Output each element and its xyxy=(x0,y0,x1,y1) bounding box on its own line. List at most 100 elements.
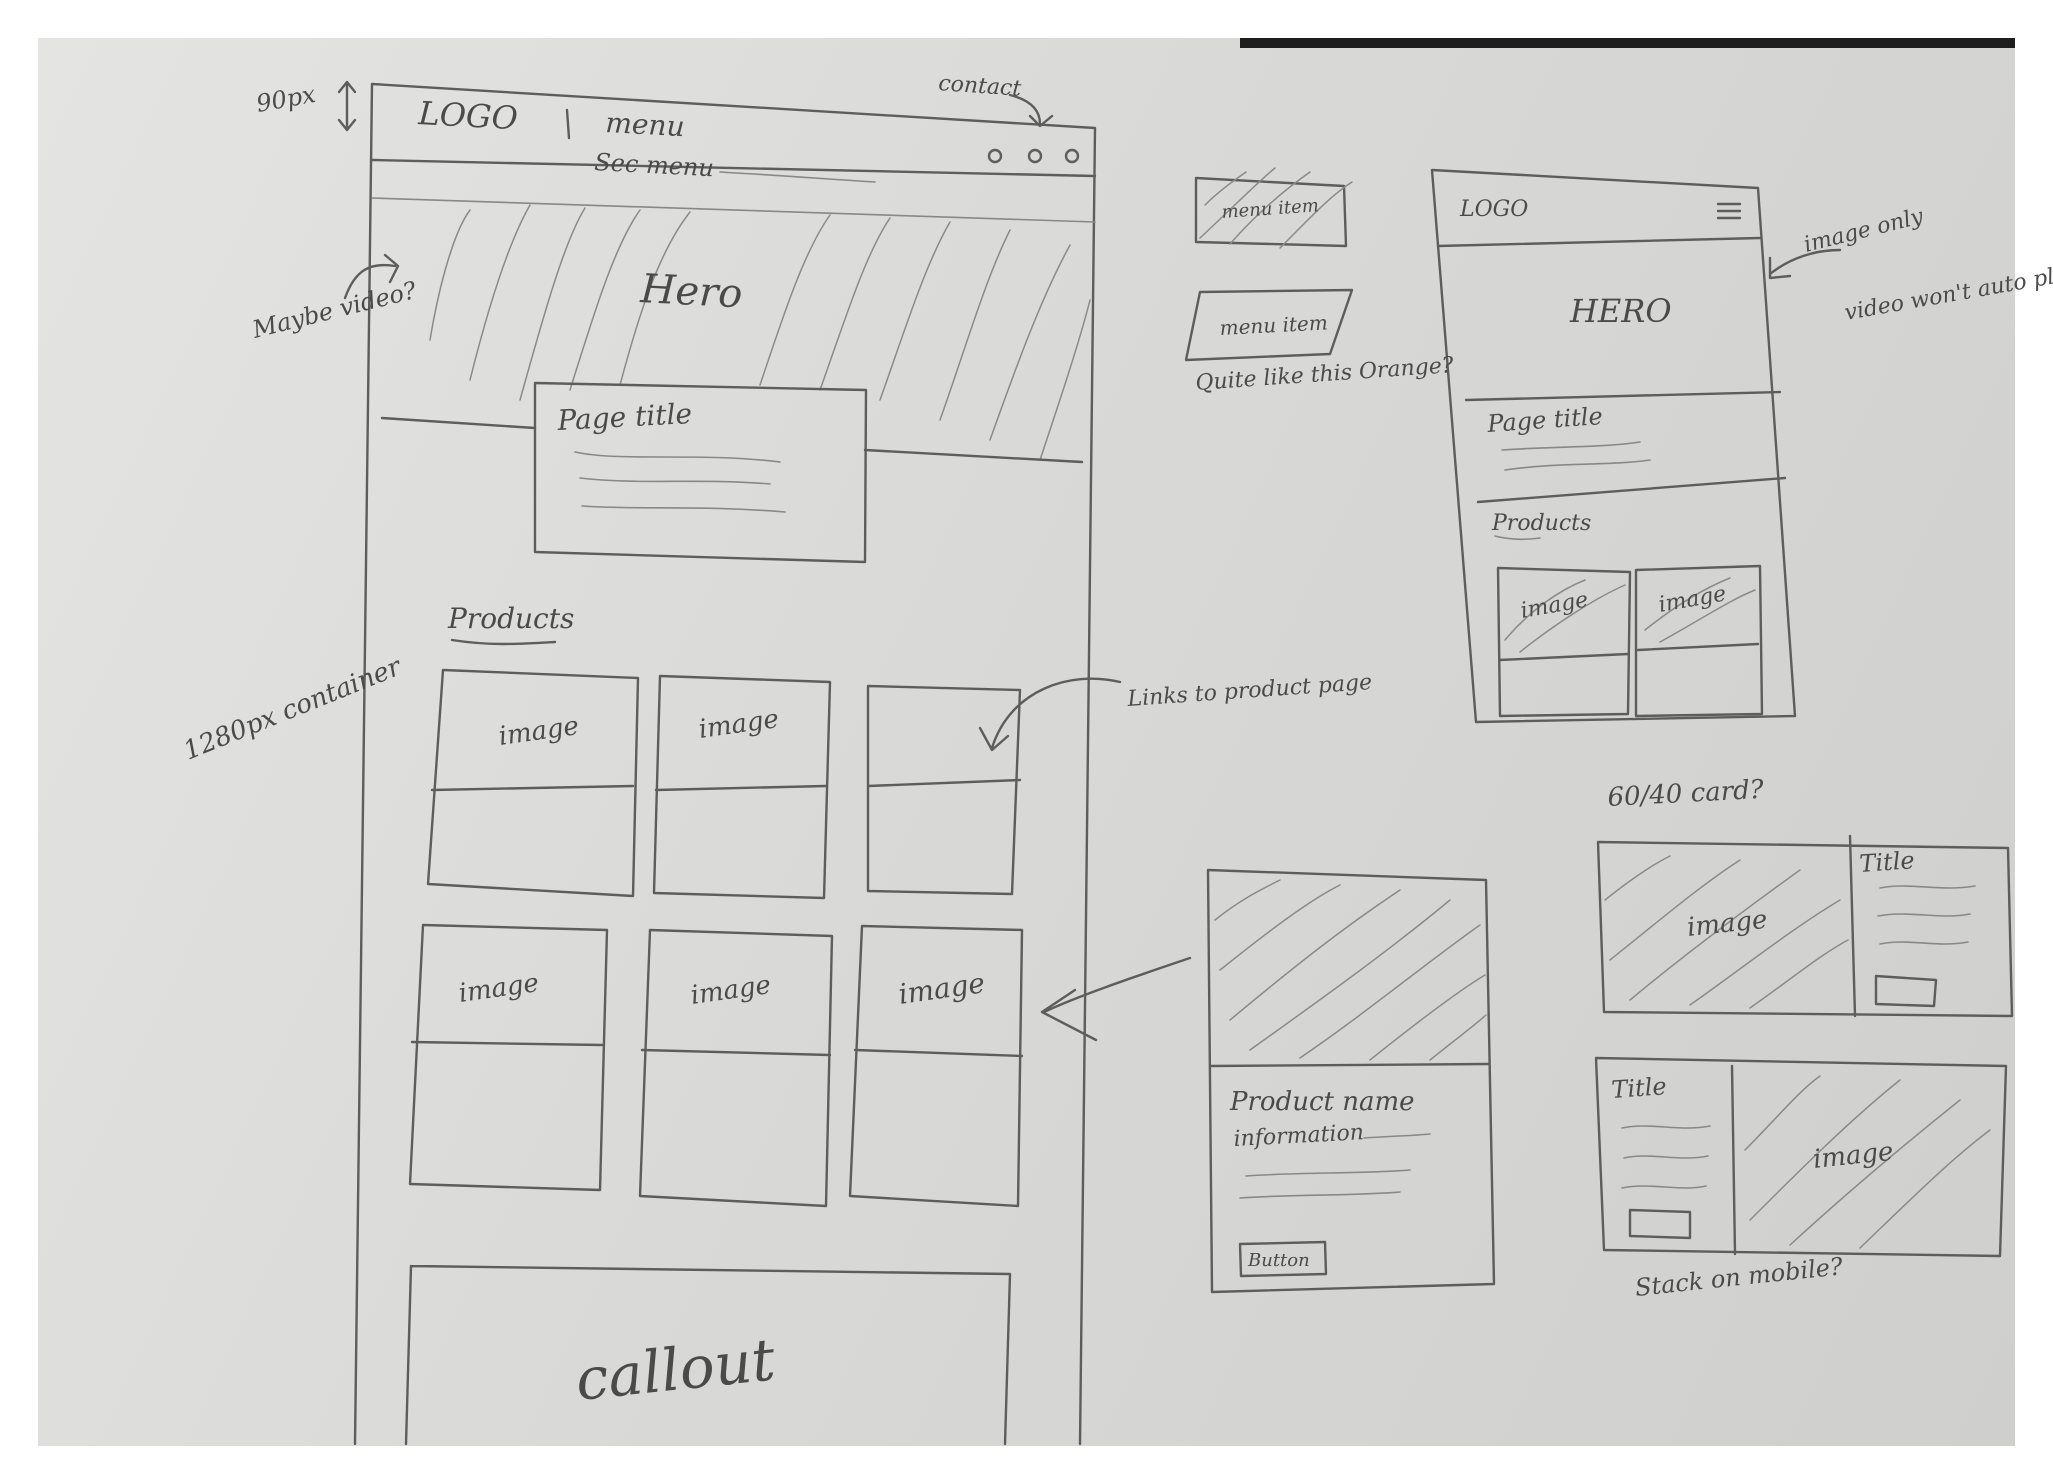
image-only-arrow xyxy=(1768,248,1842,280)
mobile-header-divider xyxy=(1436,236,1762,248)
products-underline xyxy=(450,638,557,646)
title-scribble xyxy=(1879,885,1976,889)
links-note: Links to product page xyxy=(1126,670,1373,712)
split-card-image-label: image xyxy=(1812,1137,1895,1175)
split-card-divider xyxy=(1730,1064,1737,1256)
contact-icon xyxy=(987,148,1003,164)
product-card xyxy=(408,923,609,1192)
desktop-logo: LOGO xyxy=(417,94,519,137)
mobile-page-title: Page title xyxy=(1485,402,1603,438)
card-divider xyxy=(1636,642,1760,652)
product-info: information xyxy=(1233,1120,1365,1152)
mobile-product-card xyxy=(1496,566,1632,718)
desktop-menu: menu xyxy=(605,106,686,143)
info-scribble xyxy=(1363,1133,1431,1139)
menu-item-label: menu item xyxy=(1219,310,1328,340)
card-divider xyxy=(410,1040,604,1047)
hero-note: Maybe video? xyxy=(249,276,420,344)
card-divider xyxy=(654,784,828,792)
split-card-button xyxy=(1628,1208,1692,1240)
height-arrow xyxy=(337,80,357,132)
title-scribble xyxy=(581,505,786,513)
split-cards xyxy=(1594,834,2014,1258)
paper-edge-shadow xyxy=(1240,38,2015,48)
logo-separator xyxy=(565,108,571,140)
card-arrow xyxy=(1040,956,1192,1042)
info-scribble xyxy=(1239,1191,1401,1199)
title-scribble xyxy=(1621,1125,1711,1129)
product-card xyxy=(638,928,834,1208)
mobile-image-label: image xyxy=(1519,587,1590,623)
detail-card-divider xyxy=(1208,1062,1490,1068)
product-card xyxy=(866,684,1022,896)
title-scribble xyxy=(1504,459,1651,471)
card-divider xyxy=(853,1048,1024,1058)
product-card xyxy=(426,668,640,898)
product-button-label: Button xyxy=(1247,1250,1310,1271)
page-title-label: Page title xyxy=(556,397,693,437)
products-heading: Products xyxy=(447,602,574,635)
desktop-wireframe xyxy=(337,80,1122,1446)
detail-card-button xyxy=(1238,1240,1328,1278)
mobile-hero: HERO xyxy=(1569,292,1672,330)
card-divider xyxy=(430,784,635,792)
menu-item-label: menu item xyxy=(1221,195,1320,223)
split-card-title: Title xyxy=(1858,846,1915,878)
contact-icon xyxy=(1027,148,1043,164)
title-scribble xyxy=(1501,441,1641,451)
title-scribble xyxy=(1623,1155,1709,1159)
card-divider xyxy=(1498,652,1630,662)
hero-label: Hero xyxy=(638,266,743,317)
menu-variants xyxy=(1184,167,1354,362)
callout-box xyxy=(404,1264,1012,1446)
sec-menu-divider xyxy=(371,197,1096,223)
product-name: Product name xyxy=(1229,1087,1415,1117)
mobile-logo: LOGO xyxy=(1459,197,1528,222)
mobile-product-card xyxy=(1634,564,1764,718)
height-label: 90px xyxy=(254,80,318,118)
title-scribble xyxy=(1877,913,1971,917)
card-divider xyxy=(640,1048,832,1057)
sec-menu-label: Sec menu xyxy=(594,148,715,182)
split-card-title: Title xyxy=(1610,1072,1667,1104)
product-card-detail xyxy=(1040,868,1496,1294)
hero-note-arrow xyxy=(343,253,400,300)
hamburger-icon xyxy=(1716,202,1742,220)
menu-item-slanted xyxy=(1184,288,1354,362)
image-label: image xyxy=(896,966,986,1011)
title-scribble xyxy=(579,477,771,485)
header-divider xyxy=(370,158,1097,178)
stack-note: Stack on mobile? xyxy=(1634,1252,1844,1302)
card-divider xyxy=(866,778,1022,788)
title-scribble xyxy=(1621,1185,1707,1189)
mobile-image-label: image xyxy=(1657,581,1728,617)
hero-bottom-line xyxy=(380,416,537,430)
image-label: image xyxy=(497,711,581,752)
split-card-button xyxy=(1874,974,1938,1008)
desktop-frame xyxy=(353,82,1097,1446)
product-card xyxy=(652,674,832,900)
image-label: image xyxy=(689,970,773,1011)
products-underline xyxy=(1494,535,1541,541)
product-card xyxy=(848,924,1024,1208)
links-arrow xyxy=(978,677,1122,752)
split-card-image-label: image xyxy=(1686,905,1769,943)
menu-variant-note: Quite like this Orange? xyxy=(1195,353,1455,396)
title-scribble xyxy=(1879,941,1969,945)
detail-card-frame xyxy=(1206,868,1496,1294)
split-card-top xyxy=(1596,840,2014,1018)
split-card-divider xyxy=(1848,834,1857,1018)
title-scribble xyxy=(574,451,781,463)
hero-divider xyxy=(1464,390,1782,402)
image-only-note: image only xyxy=(1801,204,1926,258)
mobile-products-heading: Products xyxy=(1491,511,1591,536)
contact-arrow xyxy=(1008,93,1054,128)
image-label: image xyxy=(697,704,781,745)
sec-menu-scribble xyxy=(719,171,876,183)
video-note: video won't auto play xyxy=(1843,260,2053,326)
mobile-frame xyxy=(1430,168,1797,724)
contact-icon xyxy=(1064,148,1080,164)
title-divider xyxy=(1476,476,1787,504)
page-title-box xyxy=(533,381,868,564)
